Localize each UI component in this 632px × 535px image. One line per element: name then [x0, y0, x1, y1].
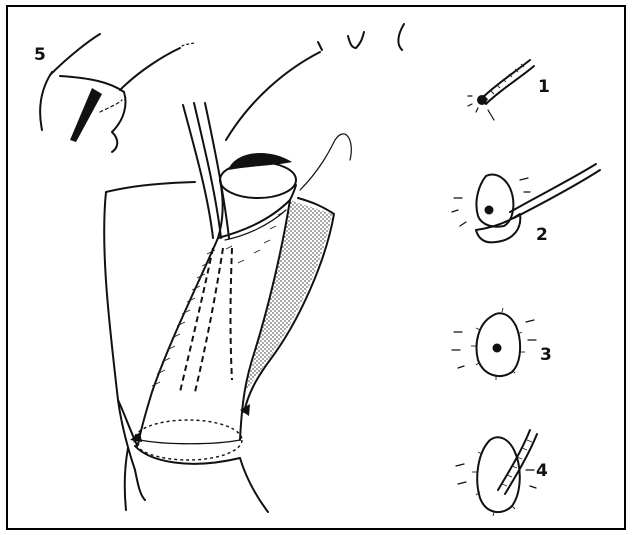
panel-2: 2 — [452, 164, 600, 245]
panel4-wound-outline — [477, 437, 520, 512]
panel5-thread — [50, 34, 100, 75]
panel2-tissue — [476, 214, 520, 242]
label-step-3: 3 — [540, 345, 552, 365]
cylinder-bottom-dashed — [134, 420, 242, 460]
main-cylinder-drawing — [104, 24, 404, 512]
panel-4: 4 — [456, 430, 548, 516]
catheter-tube-1 — [183, 105, 213, 238]
panel2-probe — [510, 164, 596, 212]
suture-thread-top — [226, 52, 320, 140]
panel-1: 1 — [468, 60, 550, 120]
label-step-1: 1 — [538, 77, 550, 97]
label-step-4: 4 — [536, 461, 548, 481]
inner-tube-dashed-1 — [180, 248, 213, 392]
panel-5: 5 — [34, 34, 194, 152]
suture-thread-right — [300, 134, 351, 190]
catheter-tube-2 — [194, 103, 221, 238]
tissue-marks-top — [348, 32, 364, 48]
panel2-opening — [485, 206, 494, 215]
label-step-2: 2 — [536, 225, 548, 245]
panel5-instrument — [70, 88, 102, 142]
panel1-tip — [477, 95, 487, 105]
panel-3: 3 — [452, 308, 552, 380]
panel2-wound-outline — [476, 175, 513, 227]
label-step-5: 5 — [34, 45, 46, 65]
panel3-opening — [493, 344, 502, 353]
outer-flap-left — [104, 182, 195, 500]
